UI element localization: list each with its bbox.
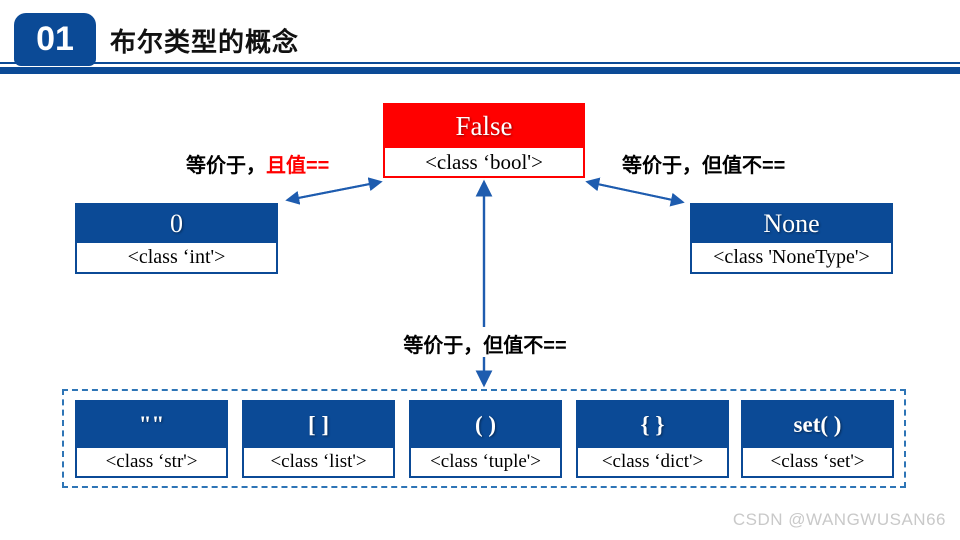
node-empty-dict-class: <class ‘dict'> [578,448,727,476]
label-equivalent-prefix: 等价于， [186,155,266,177]
page-title: 布尔类型的概念 [110,27,300,57]
node-empty-set: set( ) <class ‘set'> [741,400,894,478]
label-equal-highlight: 且值== [266,155,330,177]
node-empty-string-value: "" [77,402,226,448]
node-empty-dict-value: { } [578,402,727,448]
node-empty-list: [ ] <class ‘list'> [242,400,395,478]
watermark: CSDN @WANGWUSAN66 [732,510,946,529]
node-empty-set-value: set( ) [743,402,892,448]
node-empty-list-class: <class ‘list'> [244,448,393,476]
section-number: 01 [36,20,74,58]
node-empty-dict: { } <class ‘dict'> [576,400,729,478]
node-empty-set-class: <class ‘set'> [743,448,892,476]
arrow-zero-to-false [287,177,383,201]
empty-containers-group [62,389,906,488]
header-rule-thin [0,62,960,64]
label-equivalent-notequal-right: 等价于，但值不== [622,155,786,177]
node-zero: 0 <class ‘int'> [75,203,278,274]
node-empty-tuple-value: ( ) [411,402,560,448]
node-empty-string-class: <class ‘str'> [77,448,226,476]
header-rule-thick [0,67,960,74]
node-none: None <class 'NoneType'> [690,203,893,274]
node-zero-class: <class ‘int'> [77,243,276,272]
node-empty-string: "" <class ‘str'> [75,400,228,478]
arrow-false-to-zero [285,181,381,205]
arrow-none-to-false [585,177,683,203]
node-none-class: <class 'NoneType'> [692,243,891,272]
node-false: False <class ‘bool'> [383,103,585,178]
node-none-value: None [692,205,891,243]
node-empty-list-value: [ ] [244,402,393,448]
section-number-badge: 01 [14,13,96,66]
node-zero-value: 0 [77,205,276,243]
node-empty-tuple-class: <class ‘tuple'> [411,448,560,476]
node-false-class: <class ‘bool'> [385,148,583,176]
label-equivalent-equal: 等价于，且值== [186,149,329,178]
node-empty-tuple: ( ) <class ‘tuple'> [409,400,562,478]
label-equivalent-notequal-middle: 等价于，但值不== [403,335,567,357]
arrow-false-to-none [587,181,685,207]
node-false-value: False [385,105,583,148]
